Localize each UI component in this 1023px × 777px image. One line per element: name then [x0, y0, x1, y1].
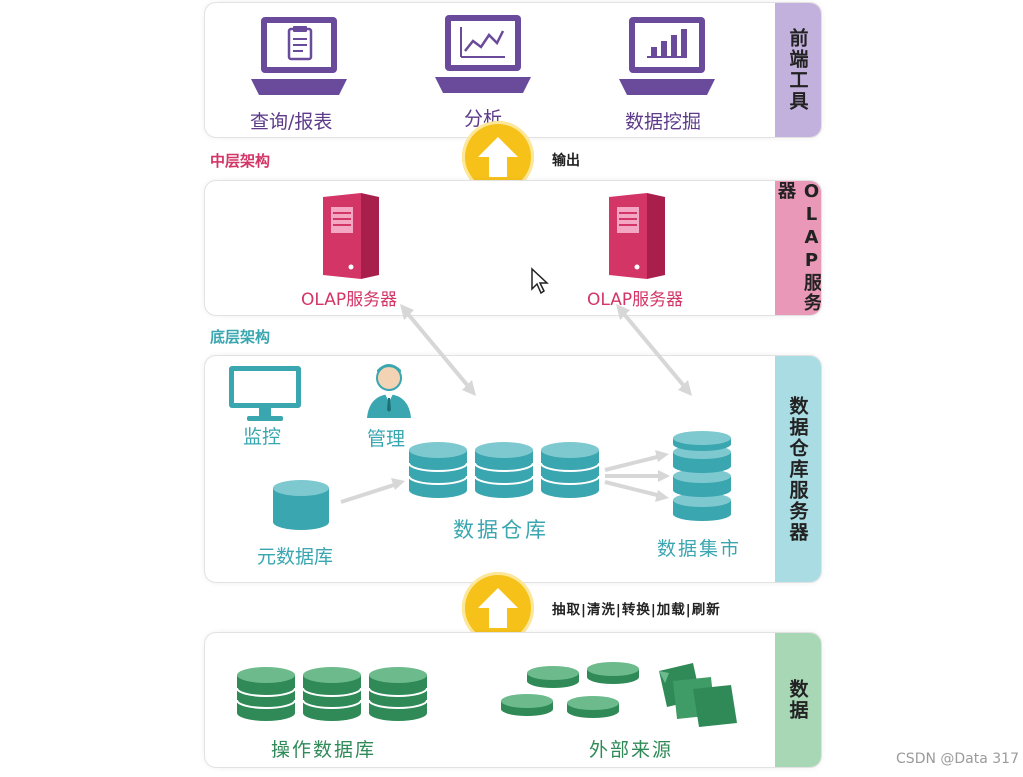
operational-database-label: 操作数据库 — [271, 739, 377, 761]
data-panel: 数据 操作数据库 外 — [204, 632, 822, 768]
olap-server-icon — [609, 193, 665, 279]
link-arrow-icon — [616, 304, 692, 396]
data-side-label: 数据 — [775, 633, 821, 767]
arrow-icon — [604, 450, 670, 502]
manage-label: 管理 — [367, 428, 406, 450]
external-sources-label: 外部来源 — [589, 739, 674, 761]
middle-layer-title: 中层架构 — [210, 152, 271, 170]
frontend-item-data-mining: 数据挖掘 — [625, 111, 702, 133]
data-mart-label: 数据集市 — [657, 538, 742, 560]
data-warehouse-label: 数据仓库 — [453, 518, 549, 542]
frontend-side-label: 前端工具 — [775, 3, 821, 137]
monitor-label: 监控 — [243, 426, 282, 448]
olap-panel: OLAP服务器 OLAP服务器 OLAP服务器 — [204, 180, 822, 316]
manager-person-icon — [367, 364, 411, 418]
bottom-layer-title: 底层架构 — [210, 328, 271, 346]
watermark: CSDN @Data 317 — [896, 751, 1019, 767]
warehouse-database-icon — [408, 442, 468, 498]
etl-label: 抽取|清洗|转换|加载|刷新 — [552, 602, 721, 618]
mouse-cursor-icon — [531, 267, 549, 295]
metadata-database-label: 元数据库 — [257, 546, 334, 568]
metadata-database-icon — [273, 480, 329, 530]
warehouse-database-icon — [540, 442, 600, 498]
warehouse-database-icon — [474, 442, 534, 498]
monitor-icon — [229, 366, 301, 421]
operational-database-icon — [236, 667, 296, 721]
olap-server-label-1: OLAP服务器 — [301, 290, 398, 310]
frontend-panel: 前端工具 查询/报表 分析 数据挖掘 — [204, 2, 822, 138]
data-mart-database-icon — [673, 431, 731, 521]
olap-side-label: OLAP服务器 — [775, 181, 822, 315]
analysis-laptop-icon — [435, 15, 531, 93]
operational-database-icon — [302, 667, 362, 721]
external-sources-icon — [501, 662, 737, 727]
arrow-icon — [340, 478, 405, 504]
link-arrow-icon — [400, 304, 476, 396]
data-warehouse-panel: 数据仓库服务器 监控 管理 元数据库 — [204, 355, 822, 583]
report-laptop-icon — [251, 17, 347, 95]
output-label: 输出 — [552, 153, 580, 169]
data-mining-laptop-icon — [619, 17, 715, 95]
operational-database-icon — [368, 667, 428, 721]
data-warehouse-side-label: 数据仓库服务器 — [775, 356, 821, 582]
olap-server-label-2: OLAP服务器 — [587, 290, 684, 310]
frontend-item-query-report: 查询/报表 — [250, 111, 333, 133]
olap-server-icon — [323, 193, 379, 279]
